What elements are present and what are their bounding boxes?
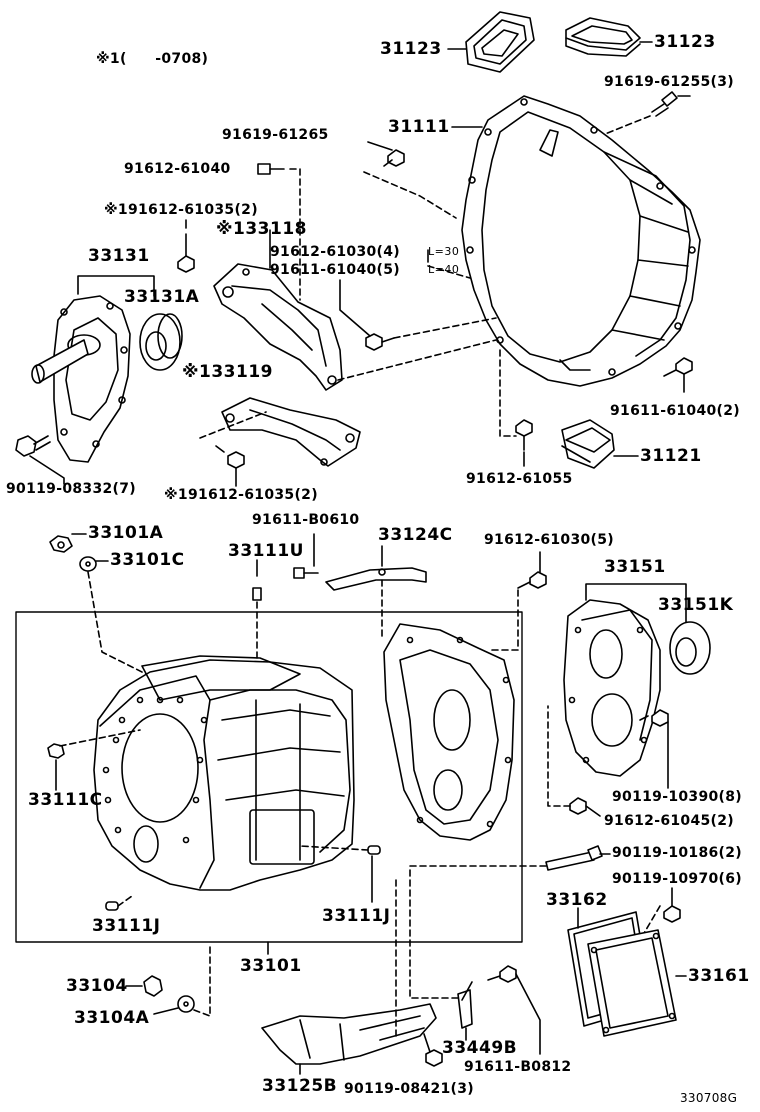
- bracket-133118-part: [213, 263, 343, 391]
- bolt-91611-B0812-part: [487, 965, 517, 983]
- clutch-housing-31111-part: [461, 95, 701, 387]
- bolt-90119-10186-part: [545, 845, 603, 871]
- bolt-91612-61030-5-part: [517, 571, 547, 589]
- oil-seal-33131A-part: [139, 313, 183, 371]
- plate-33124C-part: [325, 567, 427, 591]
- extension-housing-33151-part: [563, 599, 661, 777]
- label-33104: 33104: [66, 976, 128, 996]
- bolt-191612-61035-top-part: [177, 233, 195, 273]
- boot-31123-right-part: [565, 17, 641, 57]
- label-33161: 33161: [688, 966, 750, 986]
- figure-code-label: 330708G: [680, 1091, 738, 1105]
- label-91612-61030-4: 91612-61030(4): [270, 244, 400, 260]
- label-33131A: 33131A: [124, 287, 200, 307]
- label-33449B: 33449B: [442, 1038, 518, 1058]
- bolt-91611-61040-2-part: [663, 357, 693, 377]
- assembly-33101-frame: [15, 611, 523, 943]
- pin-33111J-right-part: [367, 845, 381, 855]
- label-91612-61040: 91612-61040: [124, 161, 231, 177]
- pin-33111C-part: [47, 743, 65, 759]
- label-33111J-right: 33111J: [322, 906, 391, 926]
- label-33162: 33162: [546, 890, 608, 910]
- label-90119-10390: 90119-10390(8): [612, 789, 742, 805]
- label-33101A: 33101A: [88, 523, 164, 543]
- transmission-case-33101-part: [93, 655, 355, 891]
- bolt-90119-08421-part: [423, 1033, 443, 1067]
- label-91619-61255: 91619-61255(3): [604, 74, 734, 90]
- note-label: ※1( -0708): [96, 51, 209, 67]
- label-33151: 33151: [604, 557, 666, 577]
- bolt-90119-08332-part: [15, 435, 51, 457]
- label-90119-10970: 90119-10970(6): [612, 871, 742, 887]
- oil-seal-33151K-part: [669, 621, 711, 675]
- bolt-91612-61040-part: [257, 163, 285, 175]
- label-90119-08332: 90119-08332(7): [6, 481, 136, 497]
- label-191612-61035-top: ※191612-61035(2): [104, 202, 258, 218]
- bolt-91611-61040-5-part: [365, 333, 395, 351]
- bolt-91612-61045-part: [569, 797, 601, 817]
- label-l30: L=30: [428, 245, 460, 258]
- bolt-91619-61255-part: [651, 91, 678, 117]
- label-33104A: 33104A: [74, 1008, 150, 1028]
- label-90119-08421: 90119-08421(3): [344, 1081, 474, 1097]
- label-91612-61045: 91612-61045(2): [604, 813, 734, 829]
- washer-33104A-part: [177, 995, 195, 1013]
- label-31121: 31121: [640, 446, 702, 466]
- nut-33101A-part: [49, 535, 73, 553]
- cover-33161-part: [587, 929, 677, 1037]
- label-91612-61055: 91612-61055: [466, 471, 573, 487]
- label-33111U: 33111U: [228, 541, 304, 561]
- pin-33111U-part: [252, 587, 262, 601]
- label-91611-61040-5: 91611-61040(5): [270, 262, 400, 278]
- bolt-191612-61035-bottom-part: [215, 445, 245, 469]
- boot-31121-part: [561, 419, 615, 469]
- label-31123-left: 31123: [380, 39, 442, 59]
- label-91611-B0610: 91611-B0610: [252, 512, 360, 528]
- bolt-91611-B0610-part: [293, 567, 319, 579]
- bolt-90119-10970-part: [663, 905, 681, 923]
- nut-33104-part: [143, 975, 163, 997]
- label-91619-61265: 91619-61265: [222, 127, 329, 143]
- label-31111: 31111: [388, 117, 450, 137]
- label-33111J-left: 33111J: [92, 916, 161, 936]
- label-l40: L=40: [428, 263, 460, 276]
- washer-33101C-part: [79, 556, 97, 572]
- label-90119-10186: 90119-10186(2): [612, 845, 742, 861]
- label-91611-B0812: 91611-B0812: [464, 1059, 572, 1075]
- label-33125B: 33125B: [262, 1076, 338, 1096]
- label-33151K: 33151K: [658, 595, 734, 615]
- label-33101: 33101: [240, 956, 302, 976]
- pin-33111J-left-part: [105, 901, 119, 911]
- case-half-part: [383, 623, 515, 841]
- label-191612-61035-bottom: ※191612-61035(2): [164, 487, 318, 503]
- protector-33125B-part: [261, 1003, 437, 1065]
- bolt-91619-61265-part: [383, 149, 405, 167]
- label-33111C: 33111C: [28, 790, 103, 810]
- label-33131: 33131: [88, 246, 150, 266]
- label-91612-61030-5: 91612-61030(5): [484, 532, 614, 548]
- boot-31123-left-part: [465, 11, 535, 73]
- label-91611-61040-2: 91611-61040(2): [610, 403, 740, 419]
- bearing-retainer-33131-part: [31, 295, 131, 463]
- label-133119: ※133119: [182, 362, 273, 382]
- label-33124C: 33124C: [378, 525, 453, 545]
- bracket-33449B-part: [457, 981, 473, 1029]
- label-33101C: 33101C: [110, 550, 185, 570]
- label-31123-right: 31123: [654, 32, 716, 52]
- bolt-91612-61055-part: [515, 419, 533, 451]
- label-133118: ※133118: [216, 219, 307, 239]
